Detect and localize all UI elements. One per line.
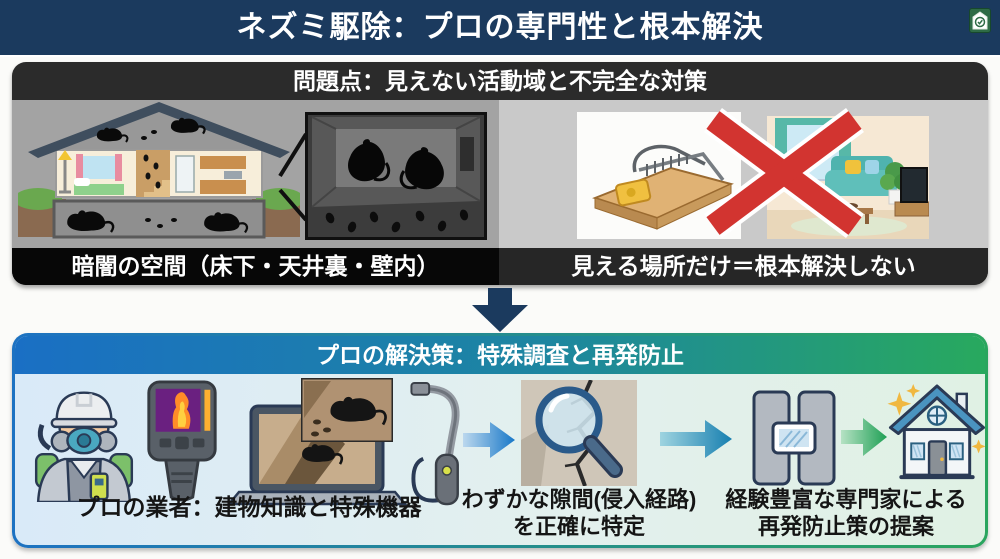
dark-crawlspace-rats-icon bbox=[305, 112, 487, 240]
red-x-icon bbox=[704, 108, 864, 238]
page-title: ネズミ駆除：プロの専門性と根本解決 bbox=[236, 11, 764, 44]
pest-control-worker-icon bbox=[34, 391, 134, 502]
magnifier-crack-icon bbox=[521, 380, 637, 486]
solution-step3-caption-line2: 再発防止策の提案 bbox=[757, 514, 934, 539]
title-bar: ネズミ駆除：プロの専門性と根本解決 bbox=[0, 0, 1000, 57]
solution-step3-caption-line1: 経験豊富な専門家による bbox=[725, 487, 967, 512]
right-arrow-teal-icon bbox=[660, 420, 732, 458]
problem-left-panel bbox=[12, 100, 499, 248]
problem-right-panel bbox=[499, 100, 988, 248]
rat-photo-icon bbox=[301, 378, 393, 442]
inset-connector-lines bbox=[278, 132, 308, 222]
sealed-wall-panels-icon bbox=[752, 390, 836, 486]
solution-section-title: プロの解決策：特殊調査と再発防止 bbox=[15, 336, 985, 374]
problem-section: 問題点：見えない活動域と不完全な対策 bbox=[12, 62, 988, 285]
solution-inner: プロの解決策：特殊調査と再発防止 bbox=[15, 336, 985, 545]
solution-step2-caption-line1: わずかな隙間(侵入経路) bbox=[461, 487, 697, 512]
problem-left-caption: 暗闇の空間（床下・天井裏・壁内） bbox=[12, 248, 499, 285]
solution-section: プロの解決策：特殊調査と再発防止 bbox=[12, 333, 988, 548]
right-arrow-blue-icon bbox=[463, 422, 515, 458]
solution-step1-caption: プロの業者：建物知識と特殊機器 bbox=[76, 494, 422, 520]
problem-content bbox=[12, 100, 988, 248]
problem-section-title: 問題点：見えない活動域と不完全な対策 bbox=[293, 68, 707, 94]
house-cross-section-rats-icon bbox=[18, 102, 300, 239]
down-arrow-icon bbox=[472, 288, 528, 332]
solution-content: プロの業者：建物知識と特殊機器 わずかな隙間( bbox=[15, 374, 985, 545]
house-shield-check-icon bbox=[969, 8, 991, 33]
clean-house-sparkles-icon bbox=[887, 383, 985, 480]
endoscope-camera-icon bbox=[410, 381, 460, 506]
right-arrow-green-icon bbox=[841, 418, 887, 456]
solution-step3-caption: 経験豊富な専門家による 再発防止策の提案 bbox=[705, 486, 985, 540]
solution-step2-caption: わずかな隙間(侵入経路) を正確に特定 bbox=[453, 486, 705, 540]
solution-step2-caption-line2: を正確に特定 bbox=[512, 514, 645, 539]
problem-right-caption: 見える場所だけ＝根本解決しない bbox=[499, 248, 988, 285]
thermal-camera-icon bbox=[147, 380, 217, 502]
